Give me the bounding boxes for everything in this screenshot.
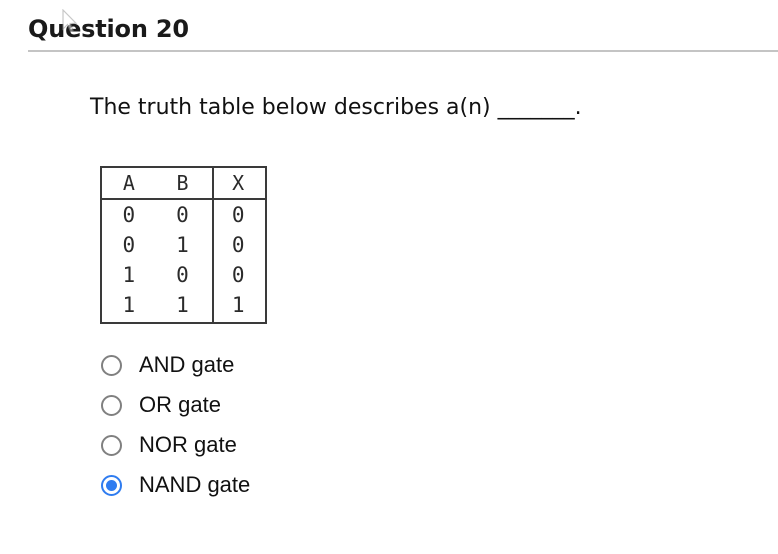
radio-button-nor-gate[interactable] xyxy=(101,434,122,456)
option-label-and-gate: AND gate xyxy=(139,352,235,377)
table-header-row: A B X xyxy=(102,168,265,198)
cell-a: 0 xyxy=(122,232,136,257)
cell-b: 1 xyxy=(176,292,189,317)
cell-a: 1 xyxy=(122,262,136,287)
option-label-nor-gate: NOR gate xyxy=(139,432,237,457)
table-row: 1 0 0 xyxy=(102,260,265,290)
radio-button-and-gate[interactable] xyxy=(101,354,122,376)
radio-button-or-gate[interactable] xyxy=(101,394,122,416)
table-row: 1 1 1 xyxy=(102,290,265,320)
cell-b: 0 xyxy=(176,262,189,287)
cell-x: 0 xyxy=(231,262,245,287)
question-prompt: The truth table below describes a(n) ___… xyxy=(90,95,582,120)
option-label-nand-gate: NAND gate xyxy=(139,472,251,497)
table-row: 0 0 0 xyxy=(102,200,265,230)
option-nand-gate[interactable]: NAND gate xyxy=(101,465,250,505)
truth-table-vertical-divider xyxy=(212,168,214,198)
truth-table: A B X 0 0 0 0 1 0 1 0 0 1 1 1 xyxy=(100,166,267,324)
cell-x: 1 xyxy=(231,292,245,317)
truth-table-body: 0 0 0 0 1 0 1 0 0 1 1 1 xyxy=(102,200,265,322)
cell-x: 0 xyxy=(231,202,245,227)
cell-x: 0 xyxy=(231,232,245,257)
answer-options: AND gate OR gate NOR gate NAND gate xyxy=(101,345,250,505)
radio-button-nand-gate[interactable] xyxy=(101,474,122,496)
header-divider xyxy=(28,50,778,52)
option-and-gate[interactable]: AND gate xyxy=(101,345,250,385)
column-header-a: A xyxy=(122,170,135,195)
cell-a: 0 xyxy=(122,202,136,227)
truth-table-header: A B X xyxy=(102,168,265,200)
page-title: Question 20 xyxy=(28,15,189,43)
column-header-x: X xyxy=(232,170,245,195)
option-label-or-gate: OR gate xyxy=(139,392,221,417)
table-row: 0 1 0 xyxy=(102,230,265,260)
cell-b: 0 xyxy=(176,202,189,227)
cell-a: 1 xyxy=(122,292,136,317)
column-header-b: B xyxy=(176,170,189,195)
option-or-gate[interactable]: OR gate xyxy=(101,385,250,425)
option-nor-gate[interactable]: NOR gate xyxy=(101,425,250,465)
cell-b: 1 xyxy=(176,232,189,257)
truth-table-vertical-divider-body xyxy=(212,200,214,322)
